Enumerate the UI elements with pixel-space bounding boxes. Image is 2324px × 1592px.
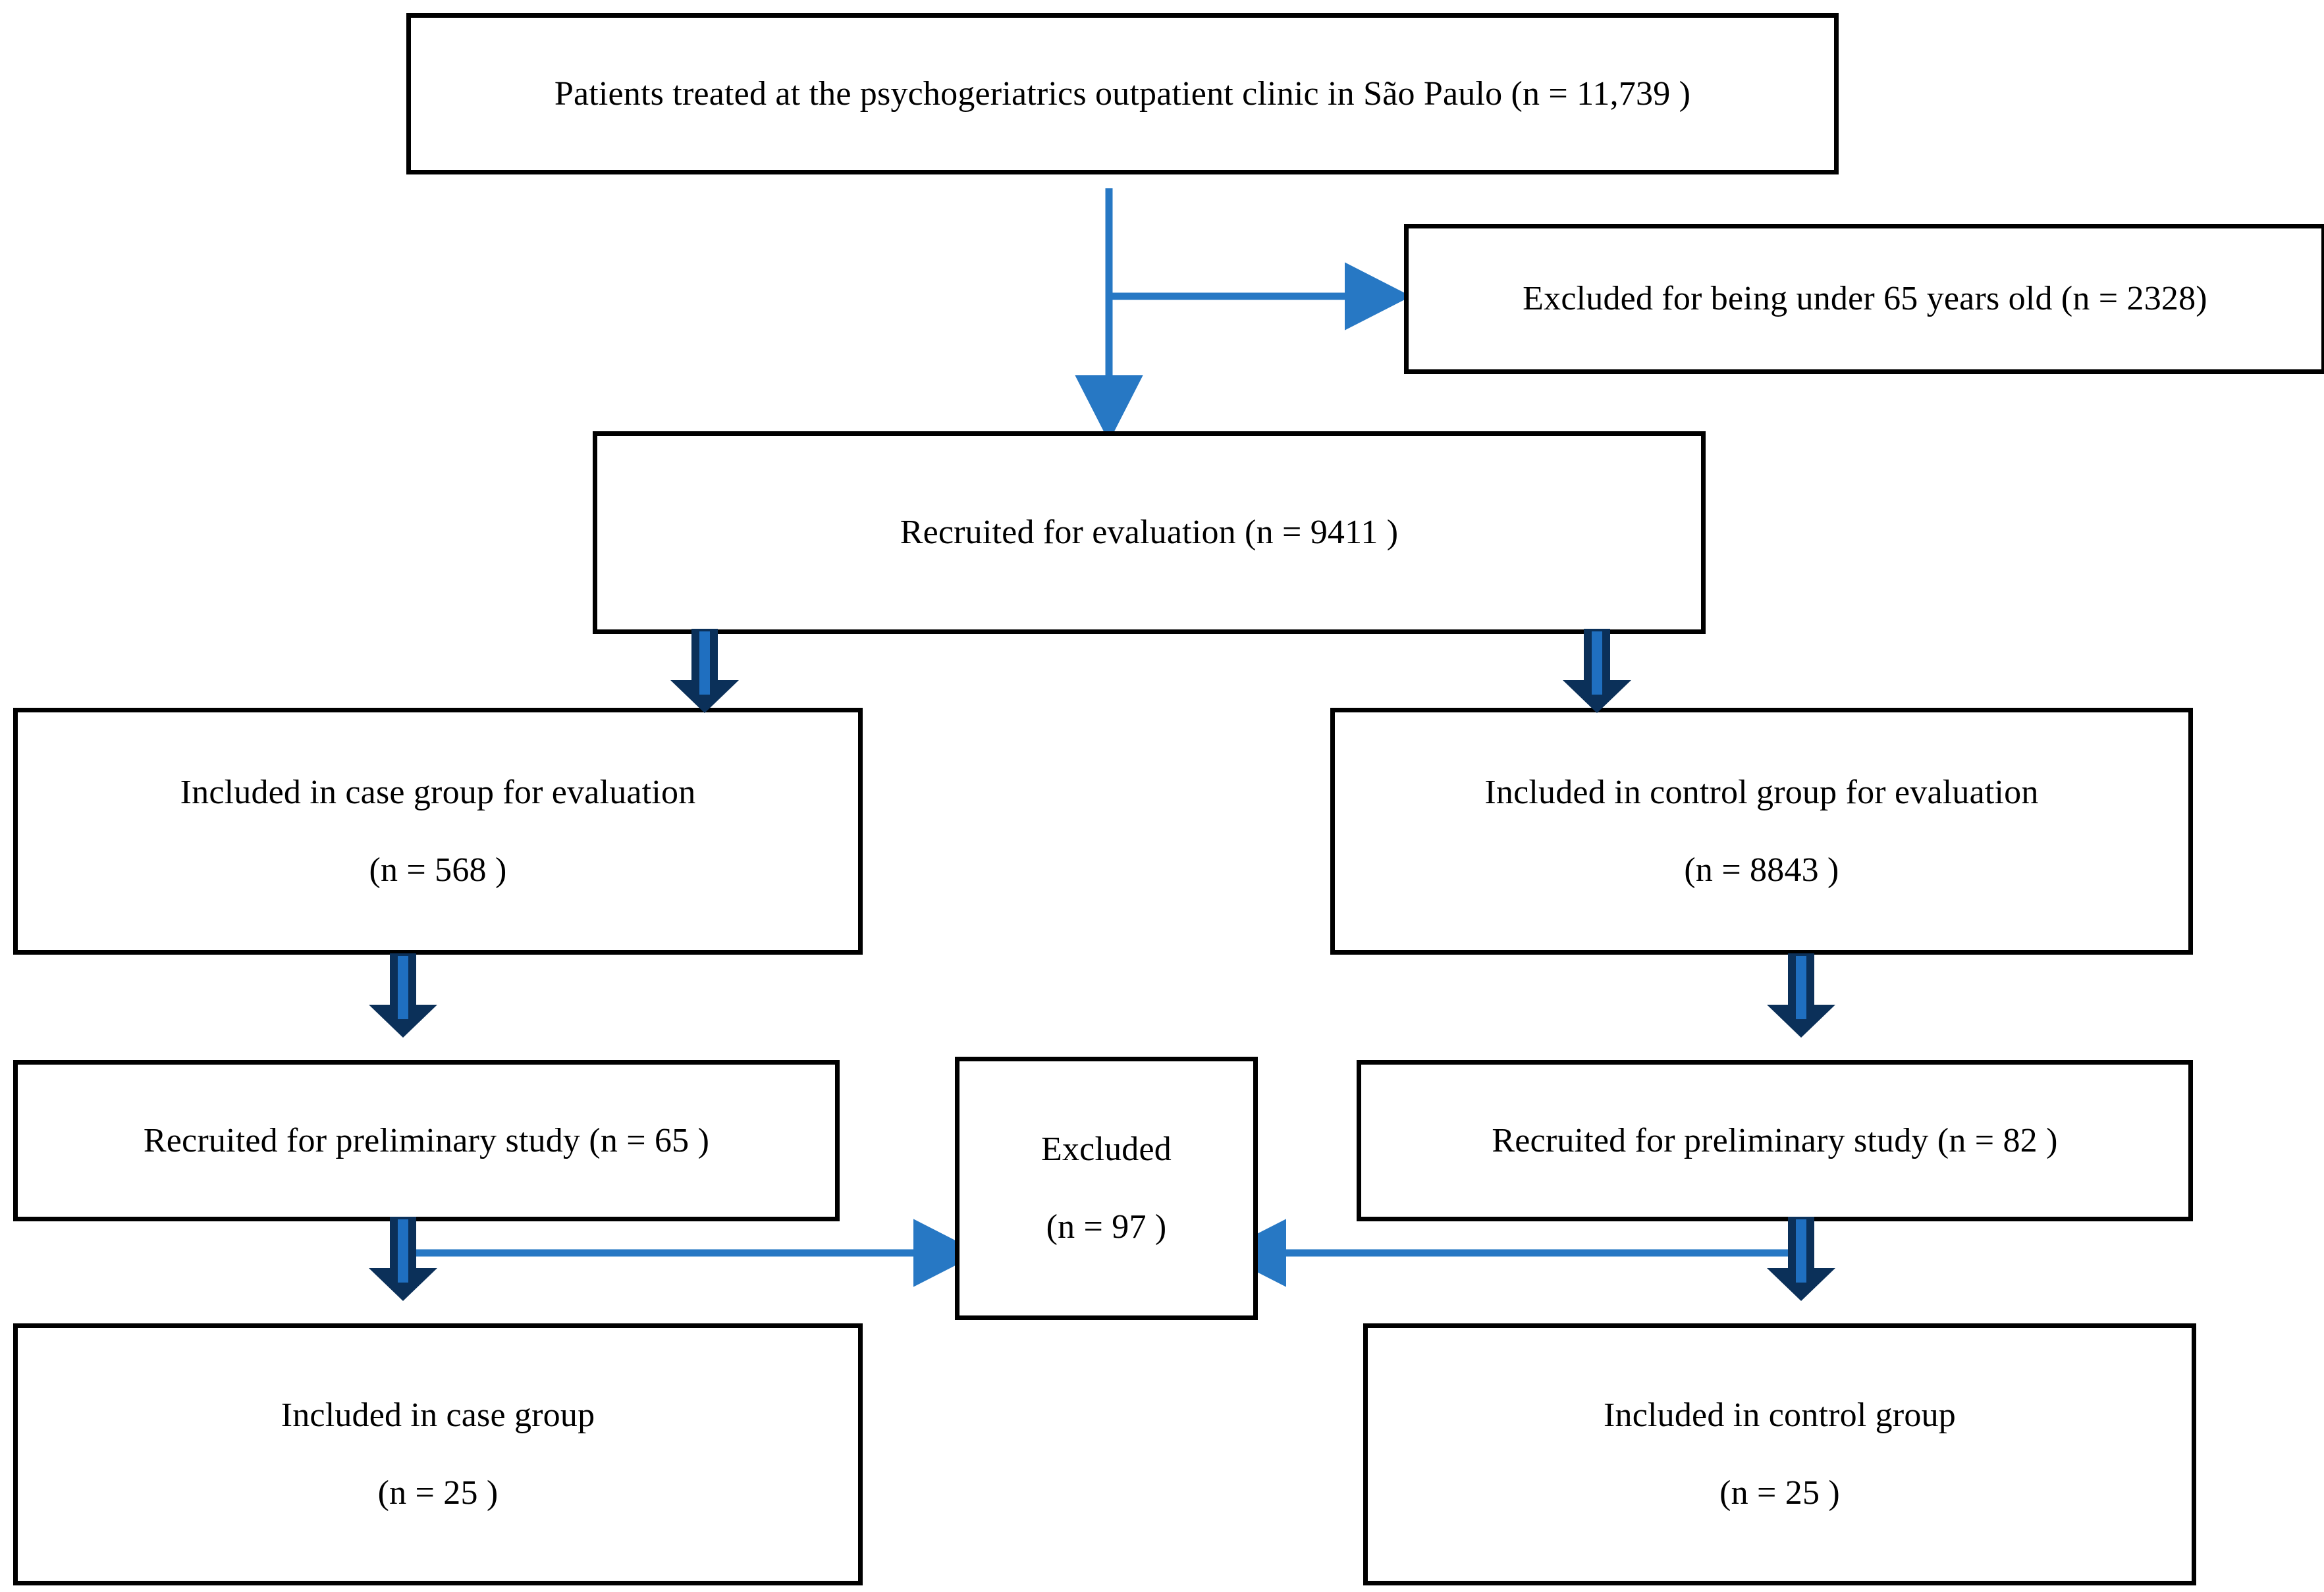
node-excluded-age[interactable]: Excluded for being under 65 years old (n… xyxy=(1404,224,2324,374)
node-control-eval-line2: (n = 8843 ) xyxy=(1684,851,1839,889)
node-case-prelim[interactable]: Recruited for preliminary study (n = 65 … xyxy=(13,1060,840,1221)
node-excluded-prelim-line2: (n = 97 ) xyxy=(1046,1208,1167,1246)
node-control-final-line1: Included in control group xyxy=(1604,1396,1956,1435)
node-recruited-eval[interactable]: Recruited for evaluation (n = 9411 ) xyxy=(593,431,1706,634)
node-case-eval-line1: Included in case group for evaluation xyxy=(180,773,696,811)
node-case-prelim-line1: Recruited for preliminary study (n = 65 … xyxy=(143,1121,710,1159)
node-excluded-prelim-line1: Excluded xyxy=(1041,1130,1172,1169)
block-arrow-case-eval-to-case-prelim xyxy=(369,953,437,1038)
node-case-final-line1: Included in case group xyxy=(281,1396,595,1435)
block-arrow-case-prelim-to-case-final xyxy=(369,1217,437,1301)
block-arrow-recruited-eval-to-case-eval xyxy=(670,629,739,713)
node-excluded-age-line1: Excluded for being under 65 years old (n… xyxy=(1523,280,2207,318)
node-source[interactable]: Patients treated at the psychogeriatrics… xyxy=(406,13,1839,174)
block-arrow-control-prelim-to-control-final xyxy=(1767,1217,1835,1301)
node-control-prelim-line1: Recruited for preliminary study (n = 82 … xyxy=(1492,1121,2058,1159)
node-case-final-line2: (n = 25 ) xyxy=(377,1474,499,1512)
node-control-final-line2: (n = 25 ) xyxy=(1719,1474,1840,1512)
node-case-final[interactable]: Included in case group (n = 25 ) xyxy=(13,1323,863,1585)
node-control-eval-line1: Included in control group for evaluation xyxy=(1484,773,2039,811)
node-control-prelim[interactable]: Recruited for preliminary study (n = 82 … xyxy=(1357,1060,2193,1221)
node-case-eval-line2: (n = 568 ) xyxy=(369,851,507,889)
node-source-line1: Patients treated at the psychogeriatrics… xyxy=(554,74,1691,113)
node-control-eval[interactable]: Included in control group for evaluation… xyxy=(1330,708,2193,955)
node-case-eval[interactable]: Included in case group for evaluation (n… xyxy=(13,708,863,955)
node-recruited-eval-line1: Recruited for evaluation (n = 9411 ) xyxy=(900,514,1399,552)
node-excluded-prelim[interactable]: Excluded (n = 97 ) xyxy=(955,1057,1258,1320)
block-arrow-control-eval-to-control-prelim xyxy=(1767,953,1835,1038)
node-control-final[interactable]: Included in control group (n = 25 ) xyxy=(1363,1323,2196,1585)
block-arrow-recruited-eval-to-control-eval xyxy=(1563,629,1631,713)
